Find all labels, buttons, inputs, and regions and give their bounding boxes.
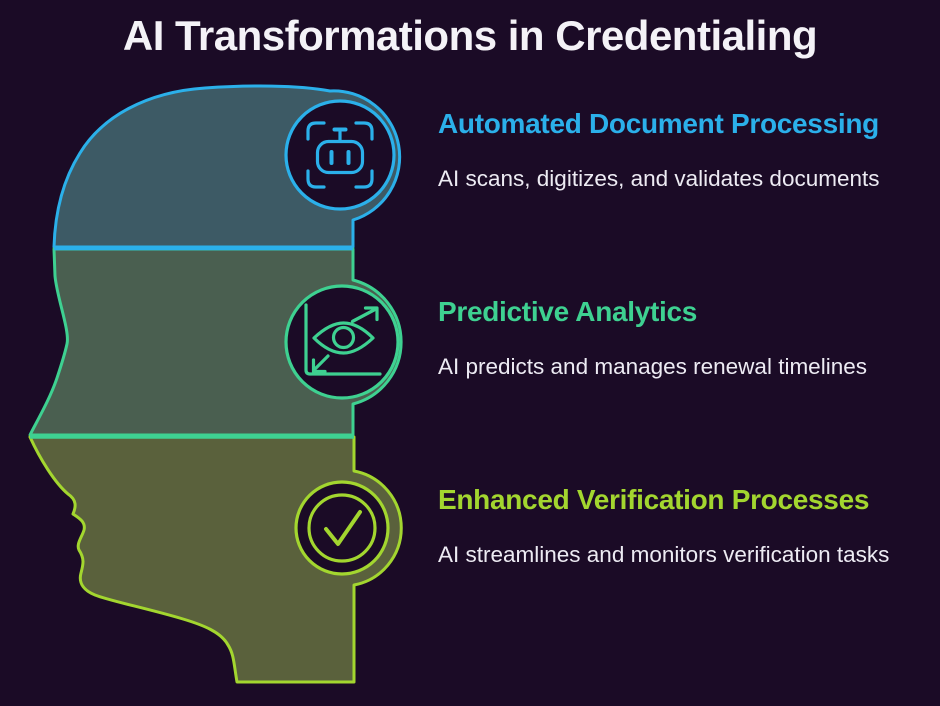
icon-circle-middle	[284, 284, 400, 400]
feature-heading: Predictive Analytics	[438, 296, 698, 327]
check-circle-icon	[294, 480, 390, 576]
page-title: AI Transformations in Credentialing	[122, 12, 818, 59]
feature-description: AI scans, digitizes, and validates docum…	[438, 166, 880, 191]
feature-description: AI predicts and manages renewal timeline…	[438, 354, 867, 379]
feature-description: AI streamlines and monitors verification…	[438, 542, 890, 567]
icon-circle-top	[284, 99, 396, 211]
document-scan-robot-icon	[284, 99, 396, 211]
feature-item-automated-document-processing: Automated Document Processing AI scans, …	[438, 108, 938, 193]
feature-heading: Enhanced Verification Processes	[438, 484, 870, 515]
feature-item-predictive-analytics: Predictive Analytics AI predicts and man…	[438, 296, 938, 381]
feature-item-enhanced-verification: Enhanced Verification Processes AI strea…	[438, 484, 938, 569]
feature-heading: Automated Document Processing	[438, 108, 879, 139]
predictive-analytics-eye-icon	[284, 284, 400, 400]
